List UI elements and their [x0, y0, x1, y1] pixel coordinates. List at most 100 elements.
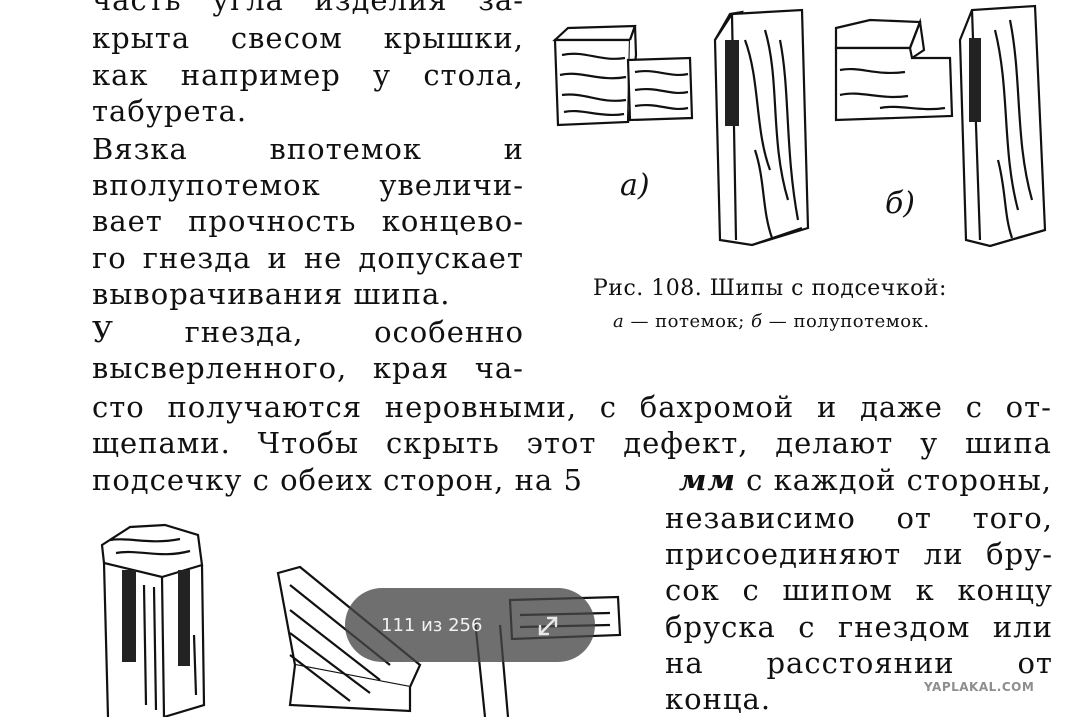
word: стола, — [423, 58, 524, 92]
word: у — [373, 58, 392, 92]
text-line-units-after: с каждой стороны, — [735, 463, 1052, 497]
word: от — [896, 501, 932, 535]
word: Вязка — [92, 132, 188, 166]
word: конца. — [665, 682, 772, 716]
word: ли — [923, 537, 964, 571]
right-text-line: конца. — [665, 681, 771, 717]
word: вает — [92, 204, 163, 238]
word: сок — [665, 573, 720, 607]
word: например — [180, 58, 341, 92]
word: за- — [478, 0, 524, 17]
word: прочность — [188, 204, 357, 238]
word: не — [303, 241, 343, 275]
word: края — [372, 351, 450, 385]
word: го — [92, 241, 127, 275]
word: расстоянии — [766, 646, 955, 680]
word: особенно — [374, 315, 524, 349]
legend-a-text: — потемок; — [624, 311, 751, 332]
word: присоединяют — [665, 537, 902, 571]
expand-icon-glyph — [538, 616, 558, 636]
word: щепами. — [92, 426, 231, 460]
word: от- — [1005, 390, 1052, 424]
word: получаются — [167, 390, 363, 424]
left-text-line: крыта свесом крышки, — [92, 20, 524, 56]
word: увеличи- — [379, 168, 524, 202]
left-text-line: Вязка впотемок и — [92, 131, 524, 167]
word: крышки, — [383, 21, 524, 55]
word: того, — [972, 501, 1053, 535]
left-text-line: выворачивания шипа. — [92, 276, 450, 312]
word: с — [742, 573, 760, 607]
left-text-line: вает прочность концево- — [92, 203, 524, 239]
joint-b-drawing — [834, 4, 1047, 248]
word: изделия — [314, 0, 448, 17]
word: концу — [957, 573, 1053, 607]
word: к — [915, 573, 935, 607]
figure-label-a: a) — [620, 168, 650, 203]
word: шипа — [965, 426, 1052, 460]
word: неровными, — [384, 390, 578, 424]
word: концево- — [381, 204, 524, 238]
left-text-line: высверленного, края ча- — [92, 350, 524, 386]
word: скрыть — [385, 426, 500, 460]
word: гнезда, — [184, 315, 304, 349]
text-line-units: подсечку с обеих сторон, на 5 мм с каждо… — [92, 462, 1052, 498]
word: угла — [212, 0, 284, 17]
joint-a-drawing — [552, 8, 810, 247]
word: и — [816, 390, 838, 424]
word: высверленного, — [92, 351, 348, 385]
word: как — [92, 58, 149, 92]
unit-mm: мм — [678, 463, 736, 497]
word: даже — [859, 390, 943, 424]
word: бахромой — [639, 390, 795, 424]
word: и — [267, 241, 288, 275]
page-counter-overlay — [345, 588, 595, 662]
word: у — [920, 426, 939, 460]
left-text-line: табурета. — [92, 93, 247, 129]
legend-b-text: — полупотемок. — [762, 311, 930, 332]
page-counter: 111 из 256 — [381, 615, 483, 636]
word: впотемок — [269, 132, 422, 166]
expand-icon[interactable] — [534, 612, 562, 640]
left-text-line: часть угла изделия за- — [92, 0, 524, 18]
word: У — [92, 315, 114, 349]
figure-108-illustration — [552, 4, 1047, 248]
word: этот — [526, 426, 597, 460]
word: независимо — [665, 501, 856, 535]
figure-caption: Рис. 108. Шипы с подсечкой: — [593, 276, 947, 301]
right-text-line: независимо от того, — [665, 500, 1053, 536]
word: на — [665, 646, 704, 680]
word: гнездом — [838, 610, 971, 644]
word: вполупотемок — [92, 168, 321, 202]
word: выворачивания шипа. — [92, 277, 451, 311]
word: с — [965, 390, 983, 424]
word: свесом — [230, 21, 343, 55]
word: с — [599, 390, 618, 424]
word: табурета. — [92, 94, 248, 128]
word: шипом — [782, 573, 893, 607]
word: часть — [92, 0, 182, 17]
legend-b-letter: б — [751, 311, 763, 332]
word: дефект, — [623, 426, 749, 460]
word: с — [798, 610, 816, 644]
word: или — [992, 610, 1053, 644]
figure-label-b: б) — [885, 186, 916, 221]
word: допускает — [358, 241, 524, 275]
word: сто — [92, 390, 145, 424]
word: делают — [775, 426, 894, 460]
word: крыта — [92, 21, 191, 55]
site-watermark: YAPLAKAL.COM — [924, 680, 1035, 694]
figure-legend: а — потемок; б — полупотемок. — [613, 311, 930, 332]
text-line-units-before: подсечку с обеих сторон, на 5 — [92, 463, 594, 497]
word: ча- — [474, 351, 524, 385]
word: Чтобы — [257, 426, 360, 460]
word: и — [503, 132, 524, 166]
